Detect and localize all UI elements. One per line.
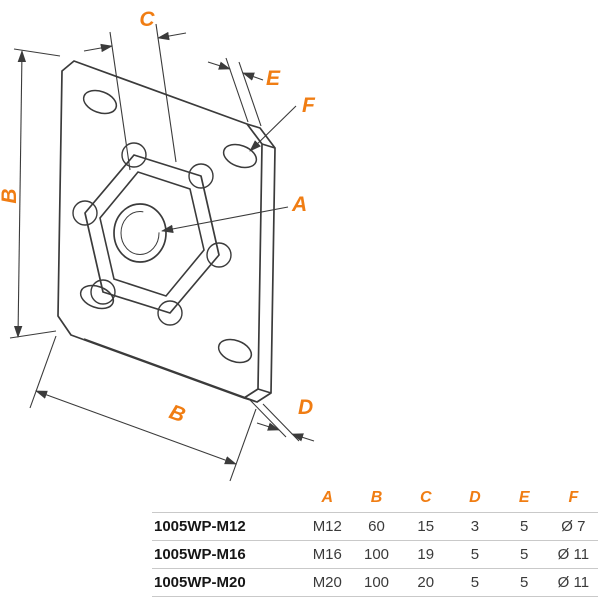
dim-arrow — [242, 72, 264, 81]
dim-value-a: M12 — [302, 512, 352, 541]
dim-value-a: M20 — [302, 568, 352, 597]
dimensions — [9, 23, 315, 482]
dim-value-d: 5 — [450, 540, 500, 569]
dim-extension-lines — [225, 57, 262, 127]
dim-value-c: 20 — [401, 568, 451, 597]
dim-arrow — [256, 422, 280, 431]
dim-value-d: 5 — [450, 568, 500, 597]
dim-arrow — [83, 43, 113, 53]
corner-hole-bottom-right — [217, 338, 253, 364]
dim-value-c: 19 — [401, 540, 451, 569]
dim-e — [207, 57, 264, 127]
nut-flange-lobe — [206, 242, 232, 268]
part-column-header — [152, 484, 303, 513]
part-number: 1005WP-M12 — [152, 512, 303, 541]
leader-line — [249, 105, 297, 152]
dim-value-e: 5 — [499, 512, 549, 541]
weld-nut — [72, 142, 232, 326]
thread-hole-inner — [120, 211, 160, 255]
dim-label-e: E — [266, 67, 281, 90]
nut-hex-body — [99, 171, 205, 297]
dim-label-b-left: B — [0, 188, 21, 203]
dim-value-e: 5 — [499, 568, 549, 597]
dim-label-a: A — [291, 193, 307, 216]
table-row: 1005WP-M20 M20 100 20 5 5 Ø 11 — [152, 568, 598, 597]
table-row: 1005WP-M16 M16 100 19 5 5 Ø 11 — [152, 540, 598, 569]
corner-hole-top-left — [82, 89, 118, 115]
dim-value-f: Ø 11 — [548, 568, 598, 597]
col-header-f: F — [548, 484, 598, 513]
dim-label-c: C — [139, 8, 155, 31]
col-header-d: D — [450, 484, 500, 513]
dim-value-f: Ø 7 — [548, 512, 598, 541]
dim-extension-lines — [109, 23, 177, 171]
corner-hole-top-right — [222, 143, 258, 169]
table-header-row: A B C D E F — [152, 484, 598, 513]
nut-flange-lobe — [90, 279, 116, 305]
plate-right-side-face — [257, 143, 276, 394]
nut-flange-outline — [84, 154, 220, 314]
dim-label-d: D — [298, 396, 313, 419]
part-number: 1005WP-M16 — [152, 540, 303, 569]
dimension-labels: C E F A B B D — [0, 8, 316, 427]
dim-value-f: Ø 11 — [548, 540, 598, 569]
nut-flange-lobe — [157, 300, 183, 326]
plate-bottom-right-chamfer-face — [256, 392, 272, 403]
nut-flange-lobe — [188, 163, 214, 189]
plate — [57, 60, 276, 403]
dim-value-b: 100 — [351, 540, 402, 569]
dim-label-b-bottom: B — [166, 400, 188, 427]
corner-hole-bottom-left — [79, 284, 115, 310]
dim-arrow — [157, 31, 187, 41]
nut-flange-lobe — [72, 200, 98, 226]
dim-value-d: 3 — [450, 512, 500, 541]
dim-line — [35, 390, 237, 465]
table-row: 1005WP-M12 M12 60 15 3 5 Ø 7 — [152, 512, 598, 541]
dim-a-leader — [161, 206, 289, 234]
dim-value-b: 100 — [351, 568, 402, 597]
part-number: 1005WP-M20 — [152, 568, 303, 597]
dim-line — [13, 50, 27, 338]
dim-arrow — [207, 61, 231, 70]
dim-b-left — [9, 48, 61, 339]
dim-d — [249, 399, 315, 442]
col-header-b: B — [351, 484, 402, 513]
dim-value-c: 15 — [401, 512, 451, 541]
dim-b-bottom — [29, 335, 257, 482]
dim-extension-lines — [29, 335, 257, 482]
col-header-a: A — [302, 484, 352, 513]
dim-c — [83, 23, 187, 171]
dim-value-b: 60 — [351, 512, 402, 541]
corner-holes — [79, 89, 258, 364]
dim-value-e: 5 — [499, 540, 549, 569]
plate-bottom-face — [83, 338, 258, 403]
dimension-table: A B C D E F 1005WP-M12 M12 60 15 3 5 Ø 7… — [152, 484, 598, 597]
col-header-c: C — [401, 484, 451, 513]
dim-extension-lines — [249, 399, 300, 442]
dim-value-a: M16 — [302, 540, 352, 569]
dim-arrow — [291, 433, 315, 442]
thread-hole-outer — [113, 203, 167, 263]
dim-f-leader — [249, 105, 297, 152]
dim-label-f: F — [302, 94, 316, 117]
col-header-e: E — [499, 484, 549, 513]
nut-flange-lobe — [121, 142, 147, 168]
leader-line — [161, 206, 289, 234]
plate-top-right-chamfer-face — [246, 123, 276, 149]
